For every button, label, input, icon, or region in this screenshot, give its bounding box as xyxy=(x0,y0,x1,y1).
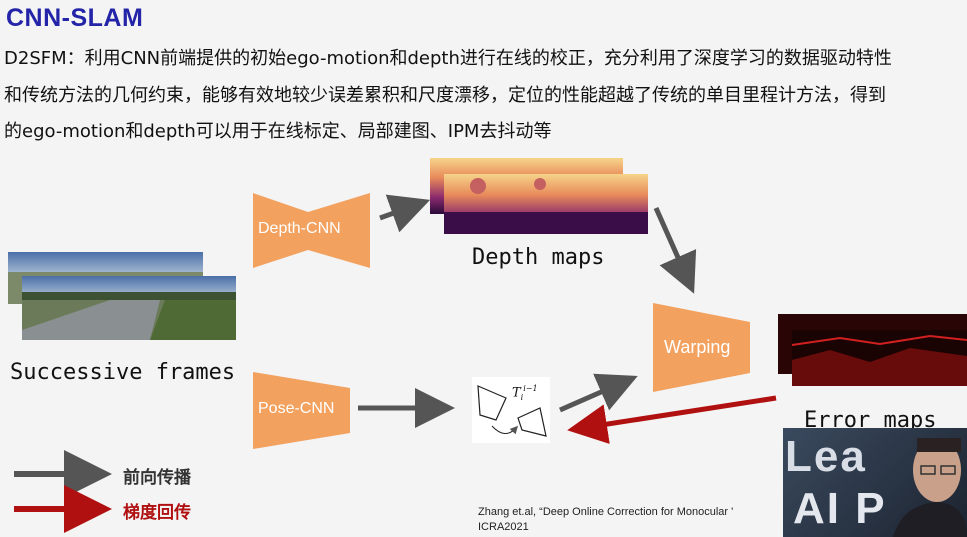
description-line-1: D2SFM：利用CNN前端提供的初始ego-motion和depth进行在线的校… xyxy=(4,48,892,69)
webcam-overlay: Lea AI P xyxy=(783,428,967,537)
successive-frames-image xyxy=(8,252,236,340)
depth-cnn-block xyxy=(253,193,370,268)
depth-cnn-label: Depth-CNN xyxy=(258,220,341,237)
webcam-background-text-bottom: AI P xyxy=(793,484,887,533)
transform-symbol: T xyxy=(512,385,521,401)
transform-subscript: i xyxy=(520,392,524,402)
depth-maps-label: Depth maps xyxy=(472,245,605,270)
webcam-background-text-top: Lea xyxy=(785,432,867,481)
gradient-arrow xyxy=(567,395,777,444)
pose-transform-icon xyxy=(472,377,550,443)
citation: Zhang et.al, “Deep Online Correction for… xyxy=(478,505,733,535)
transform-label: Tii−1 xyxy=(512,384,538,402)
slide-title: CNN-SLAM xyxy=(6,4,144,32)
warping-block xyxy=(653,303,750,392)
citation-line-2: ICRA2021 xyxy=(478,521,529,533)
legend-gradient-label: 梯度回传 xyxy=(123,503,191,523)
error-maps-image xyxy=(778,314,967,386)
warping-label: Warping xyxy=(664,337,731,357)
description-line-3: 的ego-motion和depth可以用于在线标定、局部建图、IPM去抖动等 xyxy=(4,121,552,142)
depth-maps-image xyxy=(430,158,648,234)
citation-line-1: Zhang et.al, “Deep Online Correction for… xyxy=(478,506,734,518)
description-line-2: 和传统方法的几何约束，能够有效地较少误差累积和尺度漂移，定位的性能超越了传统的单… xyxy=(4,85,886,106)
pose-cnn-label: Pose-CNN xyxy=(258,400,335,417)
legend-forward-label: 前向传播 xyxy=(123,468,191,488)
pose-cnn-block xyxy=(253,372,350,449)
transform-superscript: i−1 xyxy=(523,384,538,393)
successive-frames-label: Successive frames xyxy=(10,360,236,385)
presenter-silhouette xyxy=(893,438,967,537)
